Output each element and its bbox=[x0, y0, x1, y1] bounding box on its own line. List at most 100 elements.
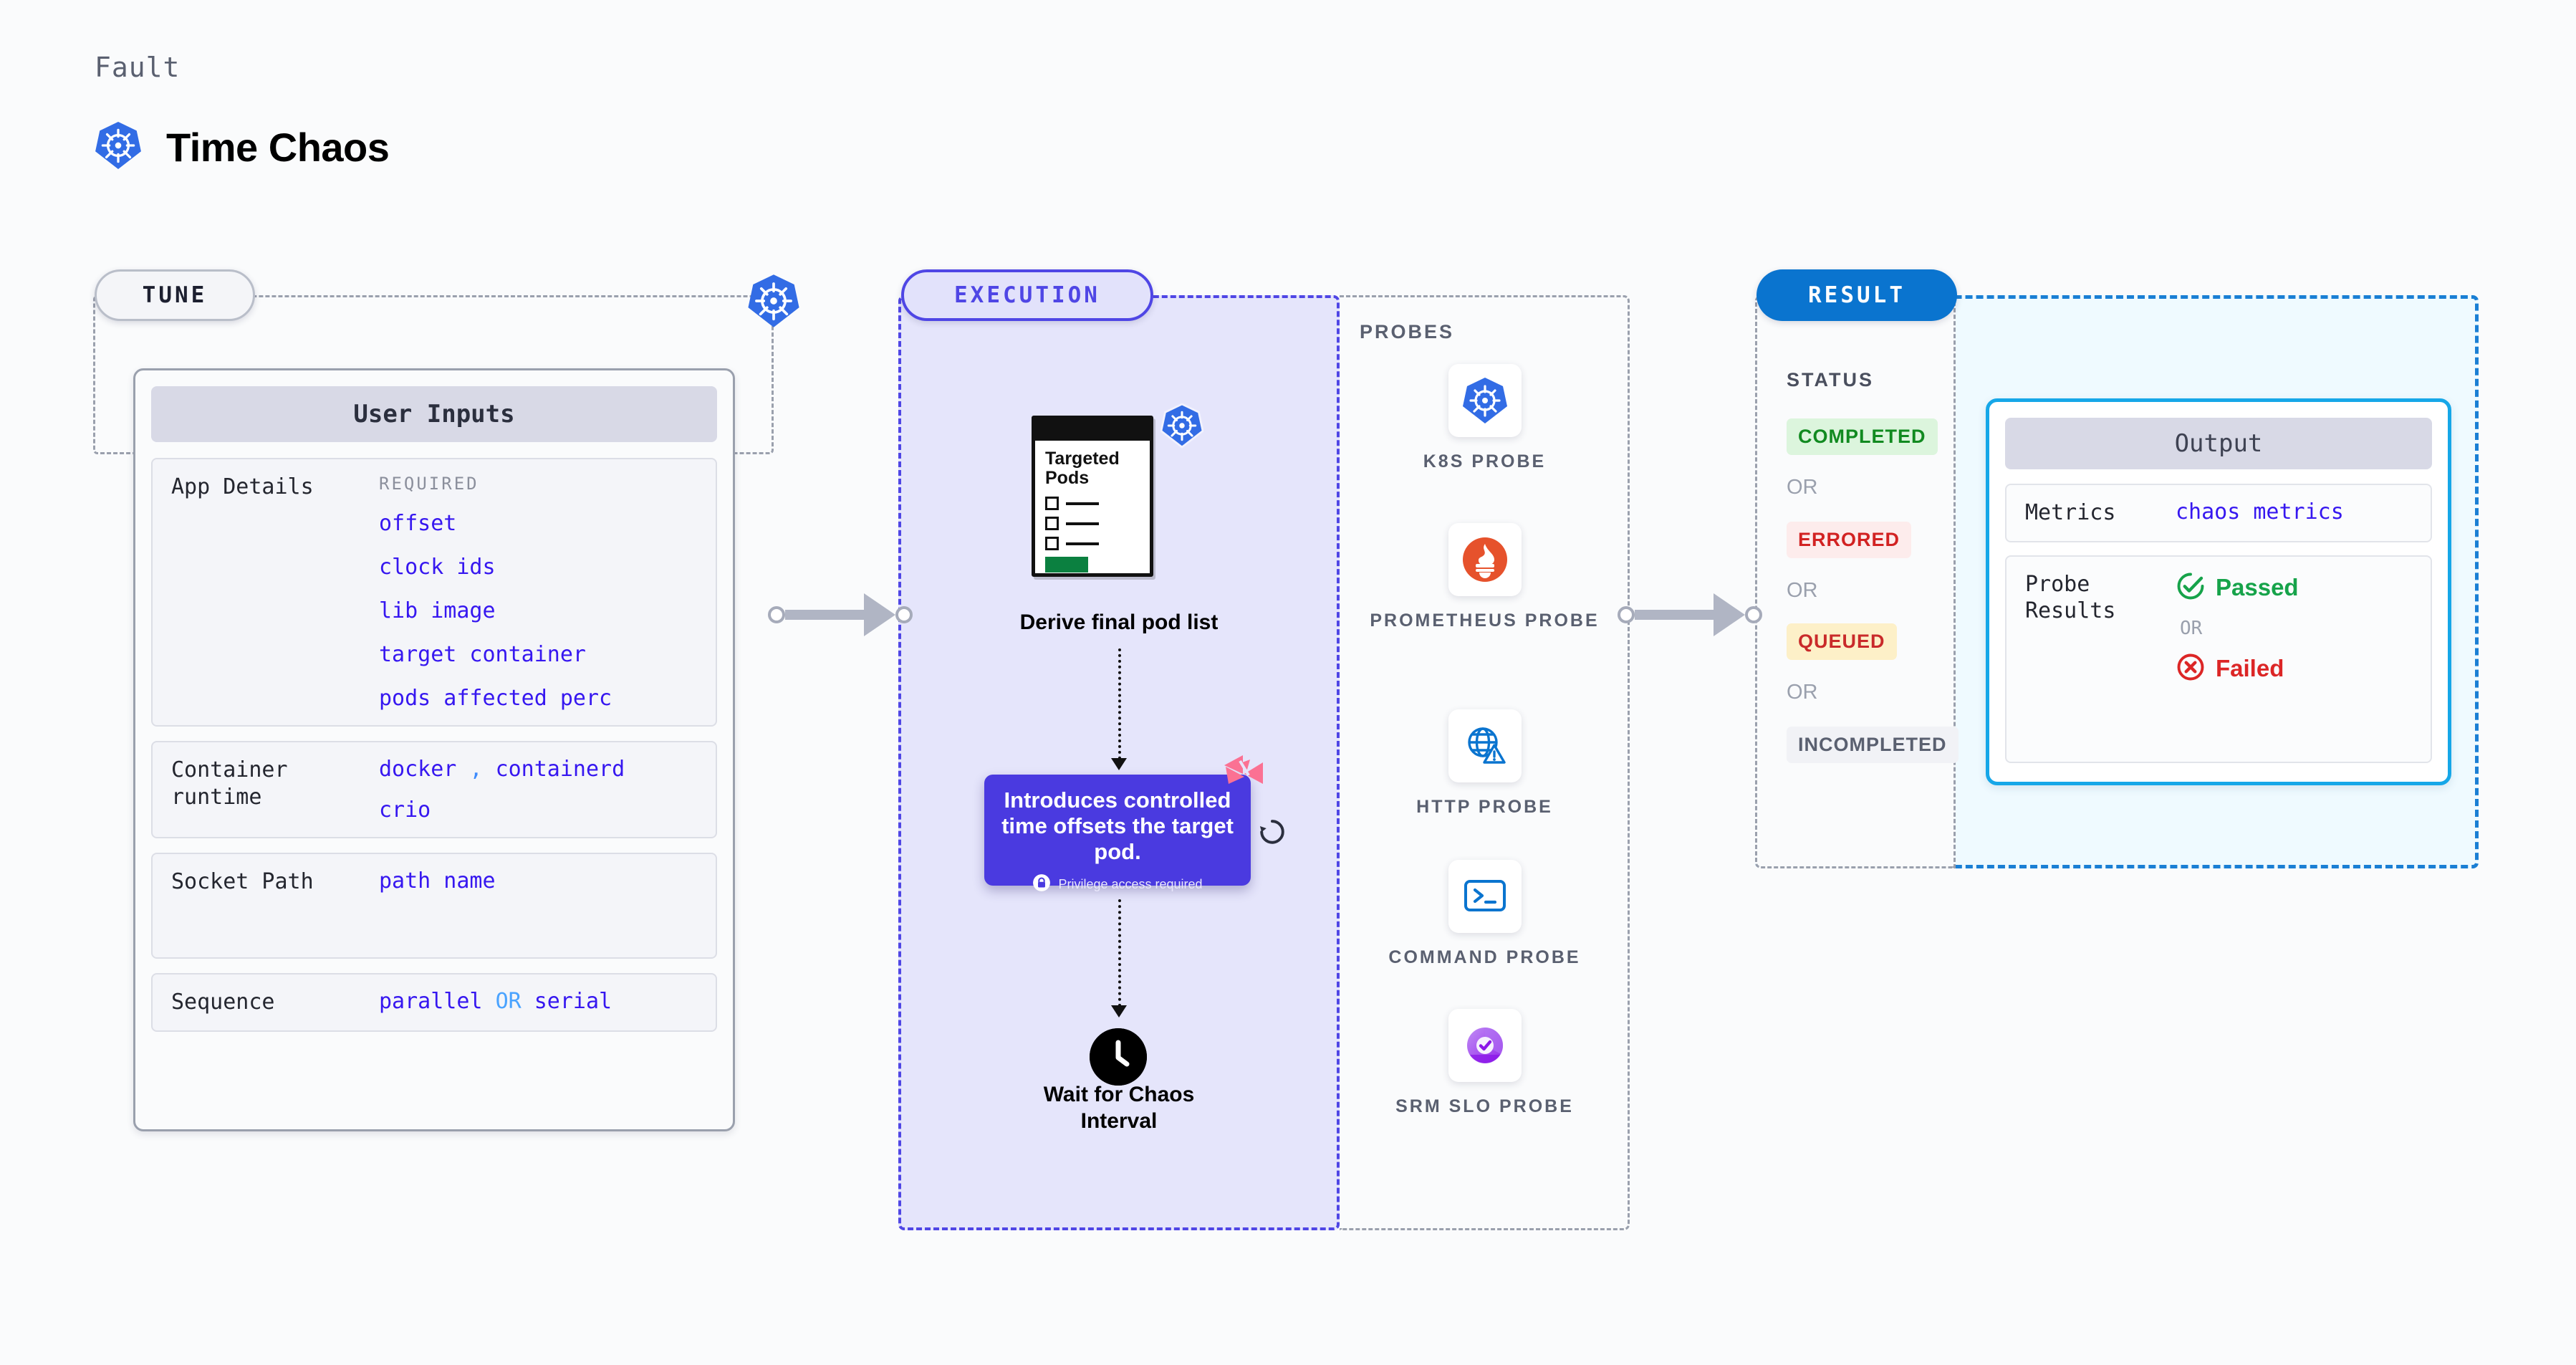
probe-item-command[interactable]: COMMAND PROBE bbox=[1340, 860, 1630, 969]
status-badge-queued: QUEUED bbox=[1787, 623, 1897, 660]
placeholder-bar bbox=[1066, 502, 1099, 505]
probe-item-srm-slo[interactable]: SRM SLO PROBE bbox=[1340, 1009, 1630, 1119]
targeted-pods-card: Targeted Pods bbox=[1032, 416, 1153, 577]
execution-tag[interactable]: EXECUTION bbox=[901, 269, 1153, 321]
user-inputs-title: User Inputs bbox=[151, 386, 717, 442]
connector-arrowhead bbox=[1714, 593, 1745, 636]
status-badge-errored: ERRORED bbox=[1787, 522, 1912, 558]
kubernetes-icon bbox=[1448, 364, 1522, 437]
value-crio: crio bbox=[379, 798, 431, 823]
placeholder-bar bbox=[1066, 542, 1099, 545]
row-label: App Details bbox=[171, 474, 314, 499]
value-docker: docker bbox=[379, 757, 457, 782]
page-title: Time Chaos bbox=[166, 125, 390, 170]
pod-list-item bbox=[1045, 517, 1140, 530]
checkbox-icon bbox=[1045, 497, 1059, 510]
connector-line bbox=[1635, 610, 1714, 620]
label-line-2: Interval bbox=[1080, 1108, 1158, 1133]
result-tag[interactable]: RESULT bbox=[1756, 269, 1957, 321]
row-values: docker , containerd crio bbox=[379, 757, 625, 823]
value-path-name: path name bbox=[379, 868, 496, 894]
status-badge-completed: COMPLETED bbox=[1787, 418, 1938, 455]
probe-result-or-label: OR bbox=[2180, 617, 2203, 639]
output-row-metrics: Metrics chaos metrics bbox=[2005, 484, 2432, 542]
title-line-1: Targeted bbox=[1045, 449, 1120, 469]
derive-final-pod-list-label: Derive final pod list bbox=[1019, 610, 1219, 634]
connector-arrowhead bbox=[864, 593, 895, 636]
card-body: Targeted Pods bbox=[1035, 441, 1150, 581]
probe-label: HTTP PROBE bbox=[1416, 797, 1553, 817]
tune-row-container-runtime: Container runtime docker , containerd cr… bbox=[151, 741, 717, 838]
probe-item-k8s[interactable]: K8S PROBE bbox=[1340, 364, 1630, 474]
connector-dot bbox=[768, 606, 785, 623]
status-or-label: OR bbox=[1787, 579, 1818, 602]
placeholder-bar bbox=[1066, 522, 1099, 525]
prometheus-icon bbox=[1448, 523, 1522, 596]
output-title: Output bbox=[2005, 418, 2432, 469]
progress-bar bbox=[1045, 557, 1088, 573]
privilege-note-row: Privilege access required bbox=[1000, 873, 1235, 896]
kubernetes-icon bbox=[1160, 403, 1204, 452]
connector-execution-to-result bbox=[1618, 593, 1762, 636]
harness-logo-icon bbox=[1221, 752, 1266, 799]
label-line-1: Wait for Chaos bbox=[1043, 1083, 1195, 1106]
probe-item-http[interactable]: HTTP PROBE bbox=[1340, 709, 1630, 819]
probes-title: PROBES bbox=[1360, 321, 1455, 343]
flow-arrowhead bbox=[1111, 758, 1127, 770]
srm-slo-icon bbox=[1448, 1009, 1522, 1082]
check-circle-icon bbox=[2176, 571, 2206, 605]
pod-list-item bbox=[1045, 537, 1140, 550]
fault-description-card: Introduces controlled time offsets the t… bbox=[984, 775, 1251, 891]
terminal-icon bbox=[1448, 860, 1522, 933]
title-line-2: Pods bbox=[1045, 468, 1090, 488]
row-values: REQUIRED offset clock ids lib image targ… bbox=[379, 474, 612, 711]
http-globe-warning-icon bbox=[1448, 709, 1522, 782]
row-label: Socket Path bbox=[171, 869, 314, 894]
status-or-label: OR bbox=[1787, 681, 1818, 704]
probe-result-failed: Failed bbox=[2176, 652, 2299, 686]
row-label: Container runtime bbox=[171, 757, 288, 810]
value-containerd: containerd bbox=[495, 757, 625, 782]
targeted-pods-title: Targeted Pods bbox=[1045, 449, 1140, 488]
tune-row-app-details: App Details REQUIRED offset clock ids li… bbox=[151, 458, 717, 727]
user-inputs-card: User Inputs App Details REQUIRED offset … bbox=[133, 368, 735, 1131]
row-label: Sequence bbox=[171, 990, 275, 1015]
passed-label: Passed bbox=[2216, 574, 2299, 600]
value-clock-ids: clock ids bbox=[379, 555, 496, 580]
clock-icon bbox=[1090, 1028, 1147, 1086]
probe-label: K8S PROBE bbox=[1423, 451, 1547, 471]
value-parallel: parallel bbox=[379, 989, 483, 1014]
row-label: Probe Results bbox=[2025, 571, 2176, 747]
lock-icon bbox=[1032, 873, 1051, 896]
value-separator: , bbox=[469, 757, 483, 782]
flow-connector-line bbox=[1118, 899, 1121, 1007]
checkbox-icon bbox=[1045, 517, 1059, 530]
value-serial: serial bbox=[534, 989, 612, 1014]
flow-arrowhead bbox=[1111, 1005, 1127, 1017]
wait-for-chaos-interval-label: Wait for Chaos Interval bbox=[898, 1082, 1340, 1134]
value-or: OR bbox=[495, 989, 522, 1014]
tune-row-socket-path: Socket Path path name bbox=[151, 853, 717, 959]
required-tag: REQUIRED bbox=[379, 474, 479, 494]
row-value: chaos metrics bbox=[2176, 499, 2344, 525]
kubernetes-icon bbox=[95, 120, 142, 174]
status-or-label: OR bbox=[1787, 476, 1818, 499]
card-titlebar bbox=[1035, 419, 1150, 441]
fault-title-row: Time Chaos bbox=[95, 120, 390, 174]
refresh-icon[interactable] bbox=[1255, 813, 1288, 849]
output-card: Output Metrics chaos metrics Probe Resul… bbox=[1986, 398, 2451, 785]
row-value: Passed OR Failed bbox=[2176, 571, 2299, 747]
connector-dot bbox=[1745, 606, 1762, 623]
connector-tune-to-execution bbox=[768, 593, 913, 636]
row-values: path name bbox=[379, 868, 496, 943]
value-target-container: target container bbox=[379, 642, 586, 667]
value-pods-affected-perc: pods affected perc bbox=[379, 686, 612, 711]
status-badge-incompleted: INCOMPLETED bbox=[1787, 727, 1959, 763]
row-values: parallel OR serial bbox=[379, 989, 612, 1016]
connector-line bbox=[785, 610, 864, 620]
flow-connector-line bbox=[1118, 648, 1121, 760]
tune-tag[interactable]: TUNE bbox=[95, 269, 255, 321]
fault-description-text: Introduces controlled time offsets the t… bbox=[1001, 787, 1234, 864]
privilege-note-text: Privilege access required bbox=[1058, 876, 1203, 891]
probe-item-prometheus[interactable]: PROMETHEUS PROBE bbox=[1340, 523, 1630, 633]
